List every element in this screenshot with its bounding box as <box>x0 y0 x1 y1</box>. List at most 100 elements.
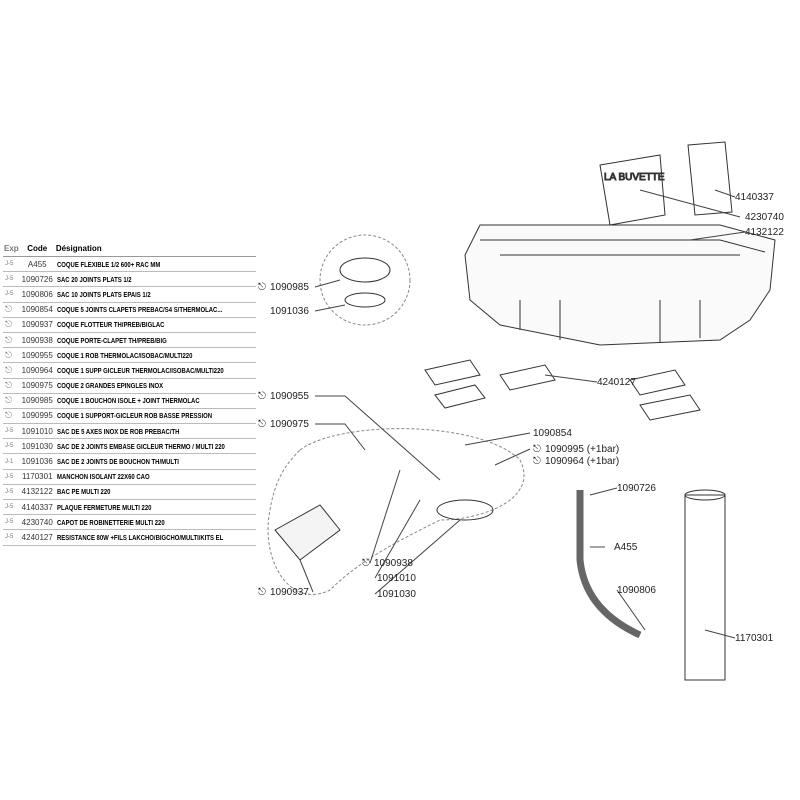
detail-bubble <box>267 428 525 596</box>
part-designation: COQUE 1 SUPP GICLEUR THERMOLAC/ISOBAC/MU… <box>56 367 224 375</box>
callout-label: 1090975 <box>270 419 309 430</box>
part-designation: SAC DE 5 AXES INOX DE ROB PREBAC/TH <box>56 428 180 436</box>
callout-label: 1091030 <box>377 589 416 600</box>
bell-icon: ⎋ <box>533 456 541 467</box>
bell-icon: ⎋ <box>5 395 13 406</box>
header-code: Code <box>19 240 55 257</box>
part-designation: SAC DE 2 JOINTS EMBASE GICLEUR THERMO / … <box>56 443 225 451</box>
exp-value: J-5 <box>5 443 14 450</box>
callout-label: 1090955 <box>270 391 309 402</box>
trough-4132122 <box>464 224 776 346</box>
hose-a455 <box>576 490 642 639</box>
part-designation: PLAQUE FERMETURE MULTI 220 <box>56 504 152 512</box>
part-designation: RESISTANCE 80W +FILS LAKCHO/BIGCHO/MULTI… <box>56 534 224 542</box>
part-code: 1170301 <box>19 469 55 485</box>
callout-label: 1090937 <box>270 587 309 598</box>
part-code: 1091036 <box>19 453 55 470</box>
bell-icon: ⎋ <box>5 319 13 330</box>
part-code: 1090806 <box>19 286 55 303</box>
exp-value: J-5 <box>5 504 14 511</box>
bell-icon: ⎋ <box>5 334 13 345</box>
bell-icon: ⎋ <box>5 380 13 391</box>
part-code: 4140337 <box>19 499 55 516</box>
part-designation: MANCHON ISOLANT 22X60 CAO <box>56 474 150 482</box>
callout-label: 1090964 (+1bar) <box>545 456 619 467</box>
part-designation: SAC DE 2 JOINTS DE BOUCHON TH/MULTI <box>56 459 179 467</box>
callout-label: A455 <box>614 542 638 553</box>
part-designation: COQUE 5 JOINTS CLAPETS PREBAC/S4 S/THERM… <box>56 307 223 315</box>
part-designation: SAC 20 JOINTS PLATS 1/2 <box>56 276 132 284</box>
part-designation: COQUE FLOTTEUR TH/PREB/BIGLAC <box>56 322 165 330</box>
part-code: 1090995 <box>19 408 55 425</box>
callout-label: 1091010 <box>377 573 416 584</box>
bell-icon: ⎋ <box>258 587 266 598</box>
callout-label: 1090726 <box>617 483 656 494</box>
product-label: LA BUVETTE <box>604 172 665 183</box>
exp-value: J-5 <box>5 261 14 268</box>
part-code: 4240127 <box>19 529 55 546</box>
part-designation: COQUE 1 ROB THERMOLAC/ISOBAC/MULTI220 <box>56 352 193 360</box>
part-code: 1090975 <box>19 378 55 394</box>
exp-value: J-5 <box>5 519 14 526</box>
part-designation: COQUE 1 BOUCHON ISOLE + JOINT THERMOLAC <box>56 398 200 406</box>
bell-icon: ⎋ <box>5 364 13 375</box>
plate-4140337 <box>687 141 733 216</box>
part-code: 1091030 <box>19 438 55 455</box>
sleeve-1170301 <box>684 494 726 681</box>
header-exp: Exp <box>3 240 20 257</box>
exp-value: J-5 <box>5 276 14 283</box>
part-designation: COQUE PORTE-CLAPET TH/PREB/BIG <box>56 337 167 345</box>
bell-icon: ⎋ <box>5 410 13 421</box>
bell-icon: ⎋ <box>258 391 266 402</box>
part-designation: COQUE FLEXIBLE 1/2 600+ RAC MM <box>56 261 161 269</box>
header-designation: Désignation <box>54 240 257 257</box>
part-designation: BAC PE MULTI 220 <box>56 489 111 497</box>
exp-value: J-5 <box>5 534 14 541</box>
exp-value: J-5 <box>5 473 14 480</box>
callout-label: 1090938 <box>374 558 413 569</box>
callout-label: 1170301 <box>735 633 774 644</box>
callout-label: 1090995 (+1bar) <box>545 444 619 455</box>
part-code: 4132122 <box>19 484 55 501</box>
callout-label: 4230740 <box>745 212 784 223</box>
bell-icon: ⎋ <box>533 444 541 455</box>
callout-label: 1090806 <box>617 585 656 596</box>
part-code: 1090854 <box>19 302 55 318</box>
bell-icon: ⎋ <box>5 304 13 315</box>
part-code: 1090964 <box>19 362 55 379</box>
exp-value: J-1 <box>5 458 14 465</box>
bell-icon: ⎋ <box>258 419 266 430</box>
callout-label: 4140337 <box>735 192 774 203</box>
exp-value: J-5 <box>5 428 14 435</box>
callout-label: 1091036 <box>270 306 309 317</box>
part-designation: COQUE 2 GRANDES EPINGLES INOX <box>56 383 163 391</box>
part-code: A455 <box>19 256 55 273</box>
callout-label: 1090985 <box>270 282 309 293</box>
exp-value: J-5 <box>5 291 14 298</box>
part-code: 1090985 <box>19 393 55 409</box>
part-code: 1090955 <box>19 347 55 364</box>
part-code: 1090726 <box>19 271 55 288</box>
cover-4230740 <box>599 154 666 226</box>
callout-label: 4132122 <box>745 227 784 238</box>
part-code: 1090938 <box>19 332 55 349</box>
part-code: 1090937 <box>19 317 55 333</box>
